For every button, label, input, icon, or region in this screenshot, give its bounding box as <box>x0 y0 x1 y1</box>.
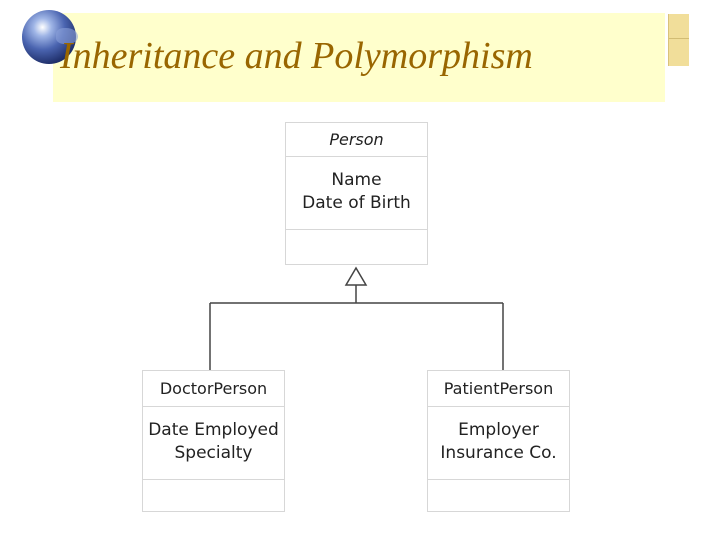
corner-decoration <box>668 14 689 66</box>
patientperson-attr-insurance: Insurance Co. <box>440 443 557 463</box>
title-bar <box>53 13 665 102</box>
patientperson-class-name: PatientPerson <box>443 379 554 398</box>
globe-icon <box>22 10 78 64</box>
person-attr-dob: Date of Birth <box>302 193 411 213</box>
person-attr-name: Name <box>331 170 382 190</box>
slide-title: Inheritance and Polymorphism <box>60 35 533 77</box>
inheritance-arrow-icon <box>344 266 368 286</box>
doctorperson-attr-date-employed: Date Employed <box>148 420 279 440</box>
person-class-name: Person <box>329 130 384 149</box>
patientperson-class-box: PatientPerson Employer Insurance Co. <box>427 370 570 512</box>
patientperson-attr-employer: Employer <box>458 420 539 440</box>
doctorperson-attr-specialty: Specialty <box>174 443 253 463</box>
person-class-box: Person Name Date of Birth <box>285 122 428 265</box>
doctorperson-class-name: DoctorPerson <box>159 379 268 398</box>
doctorperson-class-box: DoctorPerson Date Employed Specialty <box>142 370 285 512</box>
